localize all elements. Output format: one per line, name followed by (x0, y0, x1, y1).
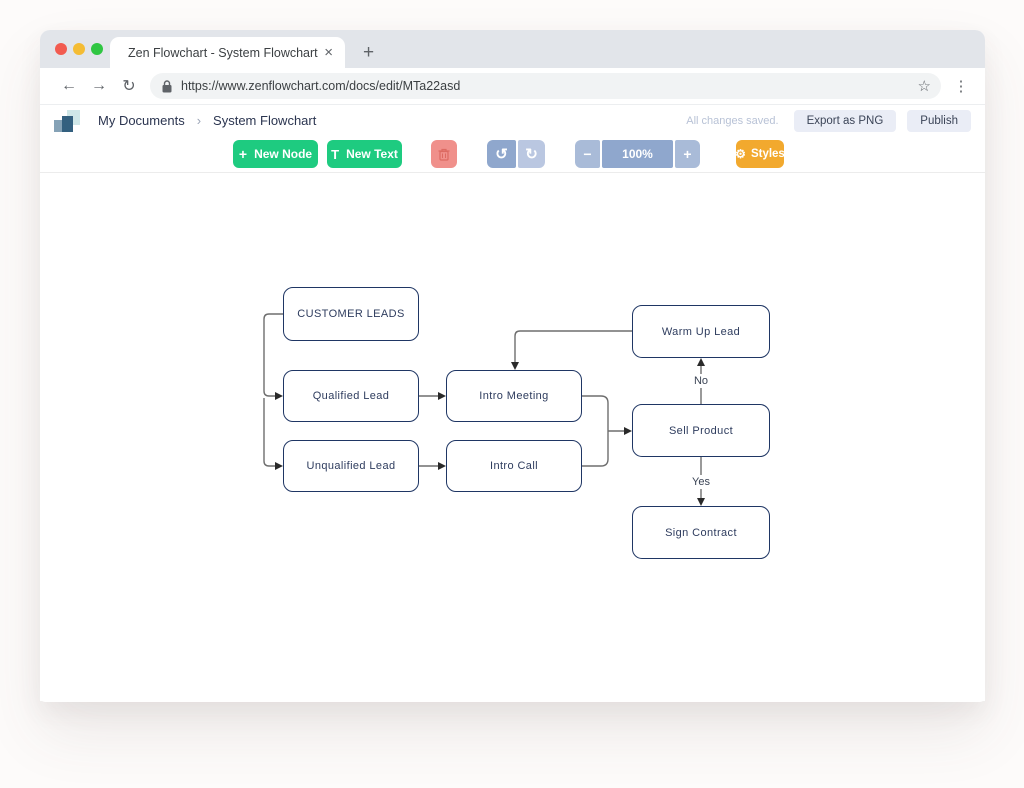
browser-tab[interactable]: Zen Flowchart - System Flowchart × (110, 37, 345, 68)
flowchart-edges (40, 173, 985, 701)
flowchart-node[interactable]: Sign Contract (632, 506, 770, 559)
redo-button[interactable]: ↻ (518, 140, 545, 168)
back-icon[interactable]: ← (54, 77, 84, 95)
gear-icon: ⚙ (735, 148, 746, 160)
flowchart-node[interactable]: Sell Product (632, 404, 770, 457)
export-png-button[interactable]: Export as PNG (794, 110, 897, 132)
window-controls (55, 43, 103, 55)
zoom-window-button[interactable] (91, 43, 103, 55)
forward-icon[interactable]: → (84, 77, 114, 95)
close-window-button[interactable] (55, 43, 67, 55)
flowchart-node[interactable]: Warm Up Lead (632, 305, 770, 358)
new-tab-button[interactable]: + (363, 43, 374, 62)
app-header: My Documents › System Flowchart All chan… (40, 105, 985, 136)
flowchart-node[interactable]: Intro Meeting (446, 370, 582, 422)
flowchart-node[interactable]: CUSTOMER LEADS (283, 287, 419, 341)
plus-icon: + (683, 146, 691, 162)
flowchart-node[interactable]: Intro Call (446, 440, 582, 492)
editor-toolbar: + New Node T New Text ↺ ↻ − 100% + (40, 136, 985, 173)
flowchart-node[interactable]: Qualified Lead (283, 370, 419, 422)
edge-label[interactable]: Yes (688, 475, 714, 489)
flowchart-node[interactable]: Unqualified Lead (283, 440, 419, 492)
trash-icon (438, 148, 450, 161)
browser-window: Zen Flowchart - System Flowchart × + ← →… (40, 30, 985, 702)
lock-icon (162, 80, 172, 93)
save-status: All changes saved. (686, 115, 778, 127)
edge-label[interactable]: No (690, 374, 712, 388)
browser-navbar: ← → ↻ https://www.zenflowchart.com/docs/… (40, 68, 985, 105)
plus-icon: + (239, 147, 247, 161)
text-tool-icon: T (331, 147, 339, 162)
reload-icon[interactable]: ↻ (114, 76, 144, 96)
close-tab-icon[interactable]: × (322, 44, 335, 61)
tab-strip: Zen Flowchart - System Flowchart × + (40, 30, 985, 68)
zoom-in-button[interactable]: + (675, 140, 700, 168)
chevron-right-icon: › (197, 113, 201, 128)
edge-customerleads-unqualified (264, 398, 276, 466)
zoom-level: 100% (602, 140, 673, 168)
minus-icon: − (583, 146, 591, 162)
tab-title: Zen Flowchart - System Flowchart (128, 46, 322, 60)
zenflowchart-logo[interactable] (54, 110, 80, 132)
breadcrumb-my-documents[interactable]: My Documents (98, 113, 185, 128)
undo-button[interactable]: ↺ (487, 140, 516, 168)
browser-menu-icon[interactable]: ⋮ (951, 77, 971, 95)
publish-button[interactable]: Publish (907, 110, 971, 132)
styles-button[interactable]: ⚙ Styles (736, 140, 784, 168)
new-node-button[interactable]: + New Node (233, 140, 318, 168)
redo-icon: ↻ (525, 145, 538, 163)
edge-merge-bracket (582, 396, 608, 466)
edge-warmuplead-intromeeting (515, 331, 632, 363)
bookmark-star-icon[interactable]: ☆ (918, 77, 931, 95)
address-bar[interactable]: https://www.zenflowchart.com/docs/edit/M… (150, 73, 941, 99)
url-text[interactable]: https://www.zenflowchart.com/docs/edit/M… (181, 79, 918, 93)
zoom-out-button[interactable]: − (575, 140, 600, 168)
minimize-window-button[interactable] (73, 43, 85, 55)
new-text-button[interactable]: T New Text (327, 140, 402, 168)
undo-icon: ↺ (495, 145, 508, 163)
edge-customerleads-qualified (264, 314, 283, 396)
breadcrumb-document-title[interactable]: System Flowchart (213, 113, 316, 128)
delete-button[interactable] (431, 140, 457, 168)
flowchart-canvas[interactable]: CUSTOMER LEADS Qualified LeadUnqualified … (40, 173, 985, 701)
